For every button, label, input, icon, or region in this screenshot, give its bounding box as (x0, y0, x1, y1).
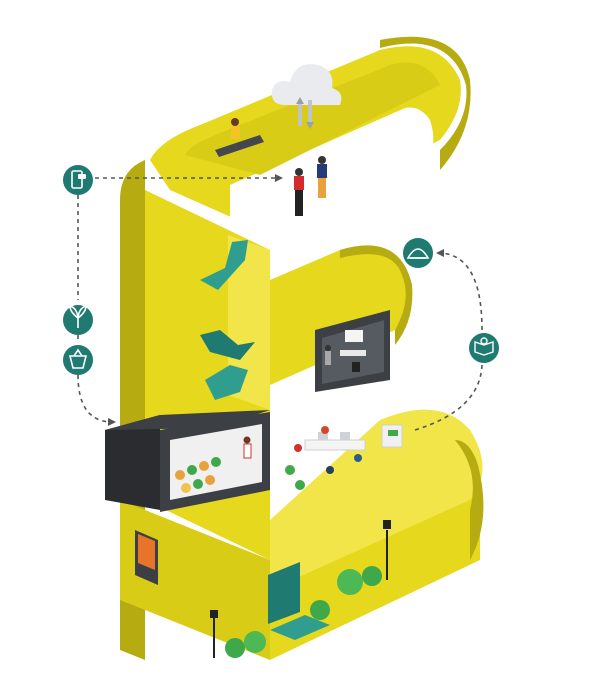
office-monitor (340, 432, 350, 440)
flower-shop (105, 410, 270, 512)
stairs-lower (205, 365, 248, 400)
office-person (321, 426, 329, 434)
meeting-chair (352, 362, 360, 372)
entrance (268, 562, 330, 640)
server-box-top (388, 430, 398, 436)
plant-icon[interactable] (63, 304, 93, 335)
street-lamp (386, 530, 388, 580)
shopping-basket-icon[interactable] (63, 345, 93, 375)
letter-e-middle-arm (270, 245, 413, 385)
roof-person-sitting-body (231, 126, 240, 139)
meeting-screen (345, 330, 363, 342)
bottom-right-curve (270, 409, 483, 590)
flower-pots (175, 457, 221, 493)
street-lamp-head (383, 520, 391, 529)
office-area (285, 424, 403, 490)
roof-person-blue-legs (318, 178, 326, 198)
arrowhead (275, 174, 283, 182)
roof-person-red-legs (295, 190, 303, 216)
office-plant (285, 465, 295, 475)
arrowhead (436, 249, 444, 257)
office-monitor (318, 432, 328, 440)
office-person (294, 444, 302, 452)
flower-shop-left (105, 415, 160, 510)
meeting-person-body (325, 351, 331, 365)
roof-person-red-head (295, 168, 303, 176)
flow-arrows (77, 177, 483, 431)
middle-arm-outer (340, 245, 413, 345)
roof-person-red-body (294, 176, 304, 190)
entrance-steps (270, 615, 330, 640)
street-lamp-head (210, 610, 218, 618)
roof-person-blue-body (317, 164, 327, 178)
office-person (326, 466, 334, 474)
office-desk (304, 439, 366, 451)
roof-scene (215, 118, 327, 216)
arrow-office-to-book (414, 364, 483, 431)
stairs-upper (200, 240, 248, 290)
book-bulb-icon[interactable] (469, 333, 499, 363)
shop-person-head (243, 436, 251, 444)
meeting-room (315, 310, 390, 392)
orange-window (135, 530, 158, 585)
top-arm-inner-perforated (230, 107, 434, 248)
middle-arm-surface (270, 245, 409, 385)
flower (181, 483, 191, 493)
flower (175, 470, 185, 480)
office-plant (295, 480, 305, 490)
flower (193, 479, 203, 489)
office-person (354, 454, 362, 462)
bottom-right-curve-edge (455, 440, 484, 560)
roof-person-blue-head (318, 156, 326, 164)
flower (187, 465, 197, 475)
stairs-middle (200, 330, 255, 360)
arrow-book-to-medal (439, 252, 483, 331)
medal-ribbon-icon[interactable] (403, 238, 433, 268)
arrow-to-shop (77, 374, 111, 423)
roof-person-sitting-head (231, 118, 239, 126)
bush (362, 566, 382, 586)
flower (199, 461, 209, 471)
flower (211, 457, 221, 467)
arrowhead (108, 418, 116, 426)
cloud-sync-icon (271, 64, 342, 129)
bench (215, 135, 264, 157)
meeting-person-head (325, 345, 331, 351)
bush (225, 638, 245, 658)
street-lamp (213, 618, 215, 658)
bush (310, 600, 330, 620)
bush (244, 631, 266, 653)
phone-message-icon[interactable] (63, 165, 93, 195)
bush (337, 569, 363, 595)
meeting-desk (340, 350, 366, 356)
landscaping (210, 520, 391, 658)
shop-person-body (243, 443, 252, 459)
spine-inner-wall (228, 235, 270, 410)
entrance-door (268, 562, 300, 624)
flower (205, 475, 215, 485)
flower-shop-top (105, 410, 270, 430)
staircase (200, 240, 255, 400)
